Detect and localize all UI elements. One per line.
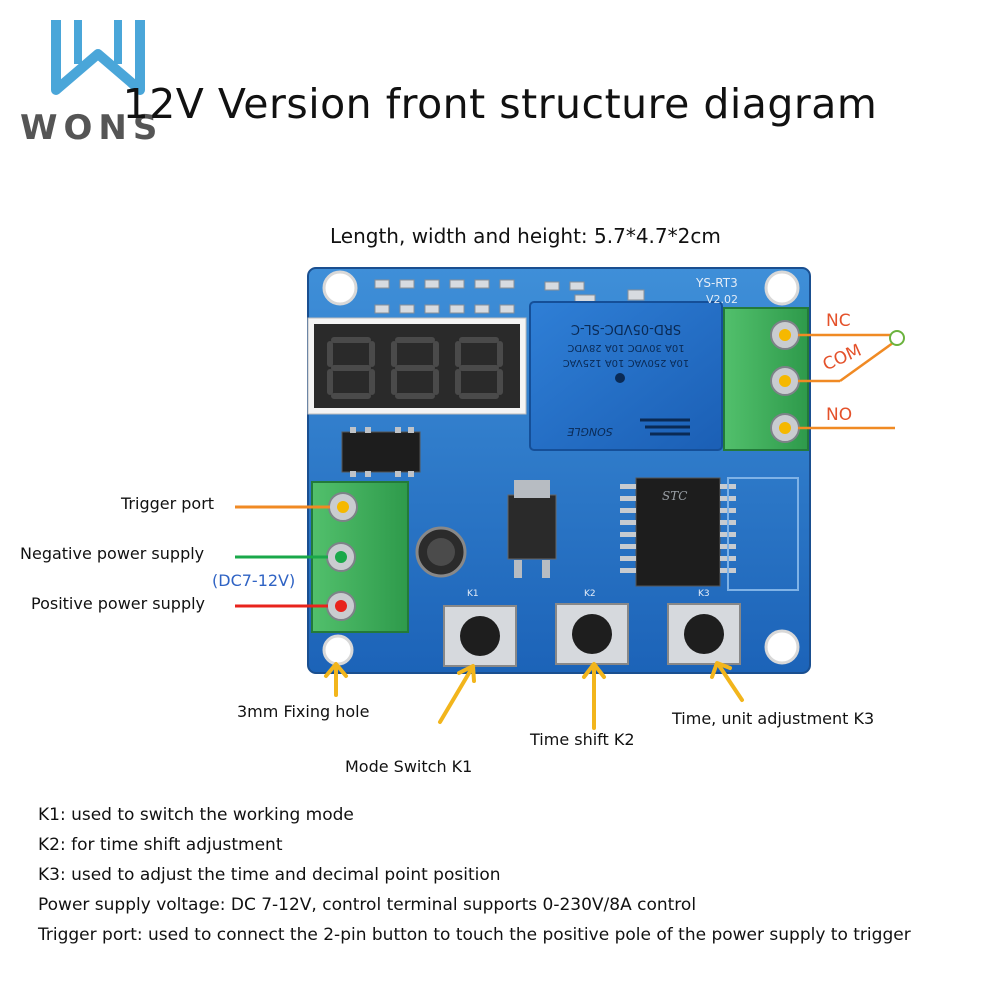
relay-terminal-screws — [770, 320, 800, 443]
display-digits — [327, 337, 503, 399]
dimensions-text: Length, width and height: 5.7*4.7*2cm — [330, 224, 721, 248]
label-positive-supply: Positive power supply — [31, 594, 206, 613]
label-voltage-range: (DC7-12V) — [212, 571, 296, 590]
button-k1-icon — [443, 605, 517, 667]
main-ic-u1 — [635, 477, 721, 587]
note-item: Trigger port: used to connect the 2-pin … — [38, 925, 911, 945]
board-model-label: YS-RT3 — [695, 276, 738, 290]
mounting-hole-icon — [322, 270, 358, 306]
label-time-unit: Time, unit adjustment K3 — [672, 709, 875, 728]
power-terminal-screws — [326, 492, 358, 621]
arrow-k1-icon — [438, 664, 476, 724]
notes-list: K1: used to switch the working mode K2: … — [38, 800, 911, 950]
w-house-logo-icon — [51, 20, 145, 95]
arrow-k3-icon — [710, 661, 744, 702]
voltage-regulator — [507, 494, 557, 560]
arrow-fixing-hole-icon — [324, 662, 348, 697]
button-k3-icon — [667, 603, 741, 665]
label-nc: NC — [826, 311, 851, 331]
fixing-hole-icon — [322, 634, 354, 666]
brand-name: WONS — [20, 108, 164, 148]
label-fixing-hole: 3mm Fixing hole — [237, 702, 370, 721]
silk-k1: K1 — [467, 589, 479, 599]
label-no: NO — [826, 405, 853, 425]
silk-k3: K3 — [698, 589, 710, 599]
label-negative-supply: Negative power supply — [20, 544, 205, 563]
switch-contact-icon — [889, 330, 905, 346]
note-item: K1: used to switch the working mode — [38, 805, 354, 825]
relay-dot — [615, 373, 625, 383]
relay-wires — [798, 333, 898, 430]
label-trigger-port: Trigger port — [121, 494, 215, 513]
label-time-shift: Time shift K2 — [530, 730, 635, 749]
note-item: K2: for time shift adjustment — [38, 835, 283, 855]
note-item: Power supply voltage: DC 7-12V, control … — [38, 895, 697, 915]
arrow-k2-icon — [582, 662, 606, 730]
page-title: 12V Version front structure diagram — [122, 80, 878, 128]
ic-u2 — [341, 431, 421, 473]
mounting-hole-icon — [764, 629, 800, 665]
ic-label: STC — [662, 489, 687, 503]
mounting-hole-icon — [764, 270, 800, 306]
note-item: K3: used to adjust the time and decimal … — [38, 865, 501, 885]
silk-k2: K2 — [584, 589, 596, 599]
button-k2-icon — [555, 603, 629, 665]
relay-body — [529, 301, 723, 451]
relay-rating-1: 10A 30VDC 10A 28VDC — [567, 342, 684, 353]
pcb-outline — [727, 477, 799, 591]
label-mode-switch: Mode Switch K1 — [345, 757, 473, 776]
relay-logo-icon — [640, 418, 690, 436]
relay-model-label: SRD-05VDC-SL-C — [571, 321, 681, 336]
relay-brand-label: SONGLE — [567, 425, 613, 438]
board-version-label: V2.02 — [706, 293, 738, 306]
relay-rating-0: 10A 250VAC 10A 125VAC — [563, 357, 690, 368]
